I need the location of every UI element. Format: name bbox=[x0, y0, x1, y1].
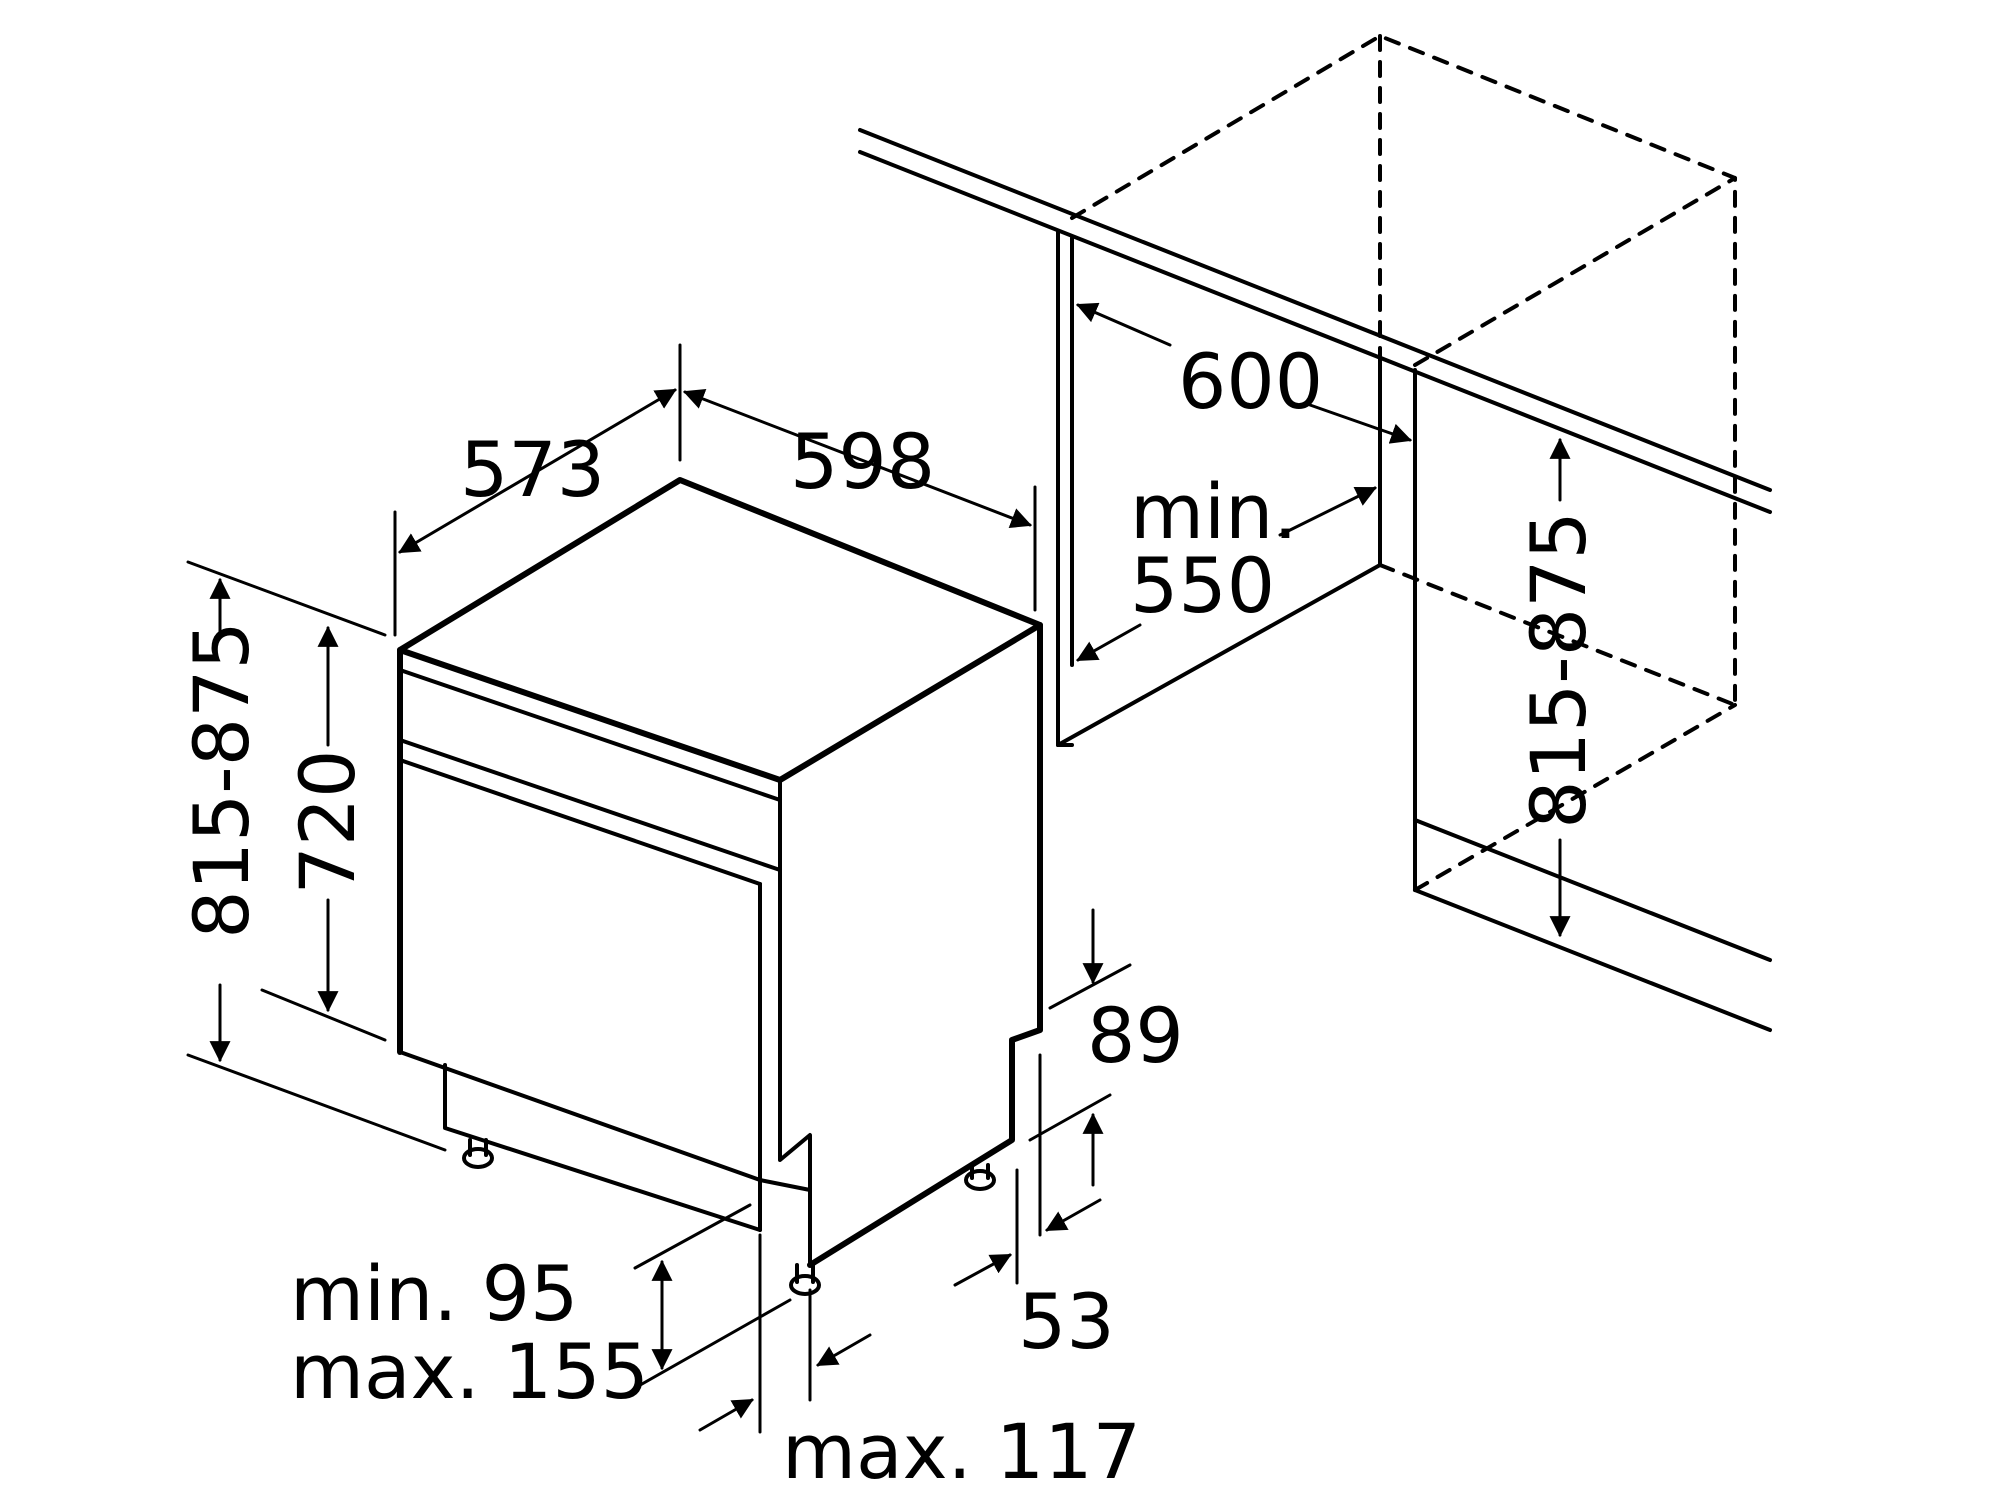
label-815-875-left: 815-875 bbox=[177, 621, 266, 939]
label-573: 573 bbox=[460, 425, 605, 514]
label-min-95: min. 95 bbox=[290, 1249, 578, 1338]
label-550: 550 bbox=[1130, 541, 1275, 630]
installation-niche bbox=[858, 34, 1772, 1032]
label-53: 53 bbox=[1018, 1277, 1115, 1366]
dimension-lines bbox=[186, 302, 1571, 1434]
label-max-117: max. 117 bbox=[782, 1407, 1141, 1496]
label-600: 600 bbox=[1178, 337, 1323, 426]
label-815-875-right: 815-875 bbox=[1514, 511, 1603, 829]
label-720: 720 bbox=[283, 749, 372, 894]
label-max-155: max. 155 bbox=[290, 1327, 649, 1416]
label-min: min. bbox=[1130, 467, 1297, 556]
label-89: 89 bbox=[1087, 991, 1184, 1080]
label-598: 598 bbox=[790, 417, 935, 506]
dimension-labels: 573 598 600 min. 550 815-875 720 815-875… bbox=[177, 337, 1603, 1496]
dishwasher-body bbox=[397, 477, 1043, 1296]
